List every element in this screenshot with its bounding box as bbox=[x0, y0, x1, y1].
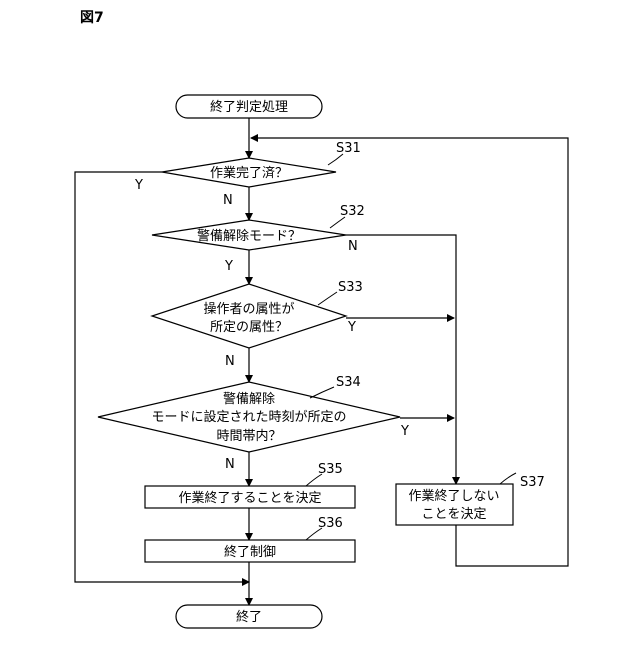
s34-text-line2: モードに設定された時刻が所定の bbox=[151, 409, 346, 425]
start-terminal: 終了判定処理 bbox=[176, 95, 322, 118]
figure-label: 図7 bbox=[80, 10, 104, 26]
s36-step-label: S36 bbox=[318, 516, 343, 531]
s32-step-label: S32 bbox=[340, 204, 365, 219]
s34-yes-label: Y bbox=[400, 424, 409, 439]
process-s37: 作業終了しない ことを決定 bbox=[396, 484, 513, 525]
s33-text-line1: 操作者の属性が bbox=[203, 301, 294, 317]
s31-yes-label: Y bbox=[134, 178, 143, 193]
s35-step-label: S35 bbox=[318, 462, 343, 477]
decision-s33: 操作者の属性が 所定の属性？ bbox=[152, 284, 346, 348]
decision-s32: 警備解除モード？ bbox=[152, 220, 346, 250]
s36-text: 終了制御 bbox=[224, 544, 276, 560]
s37-step-leader bbox=[500, 473, 516, 484]
s32-text: 警備解除モード？ bbox=[197, 228, 301, 244]
s37-step-label: S37 bbox=[520, 475, 545, 490]
s32-yes-label: Y bbox=[224, 259, 233, 274]
s33-yes-label: Y bbox=[347, 320, 356, 335]
s33-step-leader bbox=[318, 292, 337, 305]
s37-text-line1: 作業終了しない bbox=[408, 488, 499, 504]
decision-s31: 作業完了済？ bbox=[162, 158, 336, 187]
s31-no-label: N bbox=[223, 193, 233, 208]
connector-s32-no-to-s37 bbox=[346, 235, 456, 484]
end-label: 終了 bbox=[236, 609, 262, 625]
s34-no-label: N bbox=[225, 457, 235, 472]
end-terminal: 終了 bbox=[176, 605, 322, 628]
start-label: 終了判定処理 bbox=[210, 99, 288, 115]
process-s36: 終了制御 bbox=[145, 540, 355, 562]
process-s35: 作業終了することを決定 bbox=[145, 486, 355, 508]
s34-text-line3: 時間帯内？ bbox=[216, 428, 281, 444]
s34-step-leader bbox=[310, 387, 334, 398]
s31-text: 作業完了済？ bbox=[210, 165, 288, 181]
s35-text: 作業終了することを決定 bbox=[178, 490, 321, 506]
s31-step-label: S31 bbox=[336, 141, 361, 156]
s33-text-line2: 所定の属性？ bbox=[210, 320, 288, 335]
decision-s34: 警備解除 モードに設定された時刻が所定の 時間帯内？ bbox=[98, 382, 400, 452]
s32-no-label: N bbox=[348, 239, 358, 254]
s34-step-label: S34 bbox=[336, 375, 361, 390]
s33-step-label: S33 bbox=[338, 280, 363, 295]
s37-text-line2: ことを決定 bbox=[421, 507, 486, 522]
s34-text-line1: 警備解除 bbox=[223, 391, 275, 407]
s33-no-label: N bbox=[225, 354, 235, 369]
